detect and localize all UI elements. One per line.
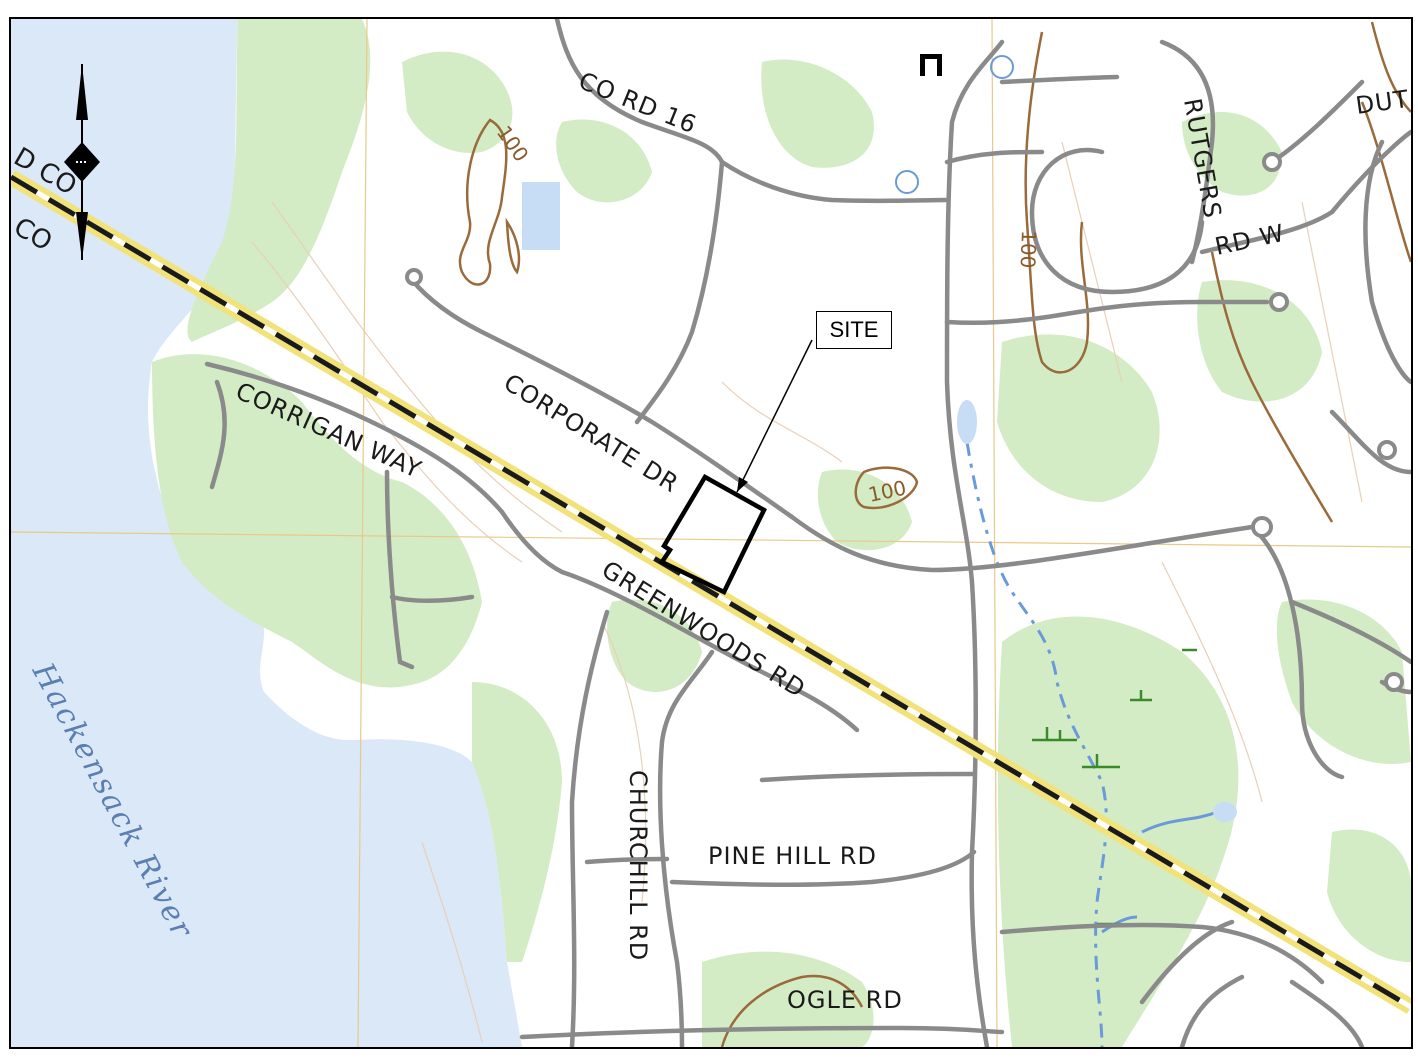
- map-frame: D CO CO CO RD 16 CORRIGAN WAY CORPORATE …: [9, 17, 1413, 1049]
- cul-de-sacs: [405, 152, 1404, 692]
- county-boundary-line[interactable]: [11, 174, 1411, 1010]
- road-label-pine-hill-rd: PINE HILL RD: [708, 842, 877, 870]
- site-leader-line: [736, 339, 813, 493]
- local-roads[interactable]: [204, 19, 1411, 1047]
- site-callout-label: SITE: [816, 311, 892, 349]
- site-boundary[interactable]: [658, 473, 767, 596]
- grid-lines: [11, 19, 1411, 1047]
- pond: [957, 400, 977, 444]
- contour-label-2: 100: [1016, 230, 1041, 269]
- hackensack-river-water: [11, 19, 522, 1047]
- site-leader-arrowhead: [737, 477, 748, 492]
- road-label-rd-w: RD W: [1212, 219, 1287, 261]
- road-label-dut: DUT: [1354, 85, 1411, 120]
- pond: [895, 170, 919, 194]
- road-label-churchill-rd: CHURCHILL RD: [624, 770, 652, 961]
- pond: [1213, 802, 1237, 822]
- north-arrow-icon: [64, 64, 100, 260]
- index-contours: [458, 21, 1411, 1047]
- pond: [522, 182, 560, 250]
- pond: [990, 55, 1014, 79]
- faint-contours: [251, 141, 1363, 1043]
- topo-map[interactable]: D CO CO CO RD 16 CORRIGAN WAY CORPORATE …: [11, 19, 1411, 1047]
- streams: [965, 441, 1218, 1047]
- road-label-ogle-rd: OGLE RD: [787, 986, 903, 1014]
